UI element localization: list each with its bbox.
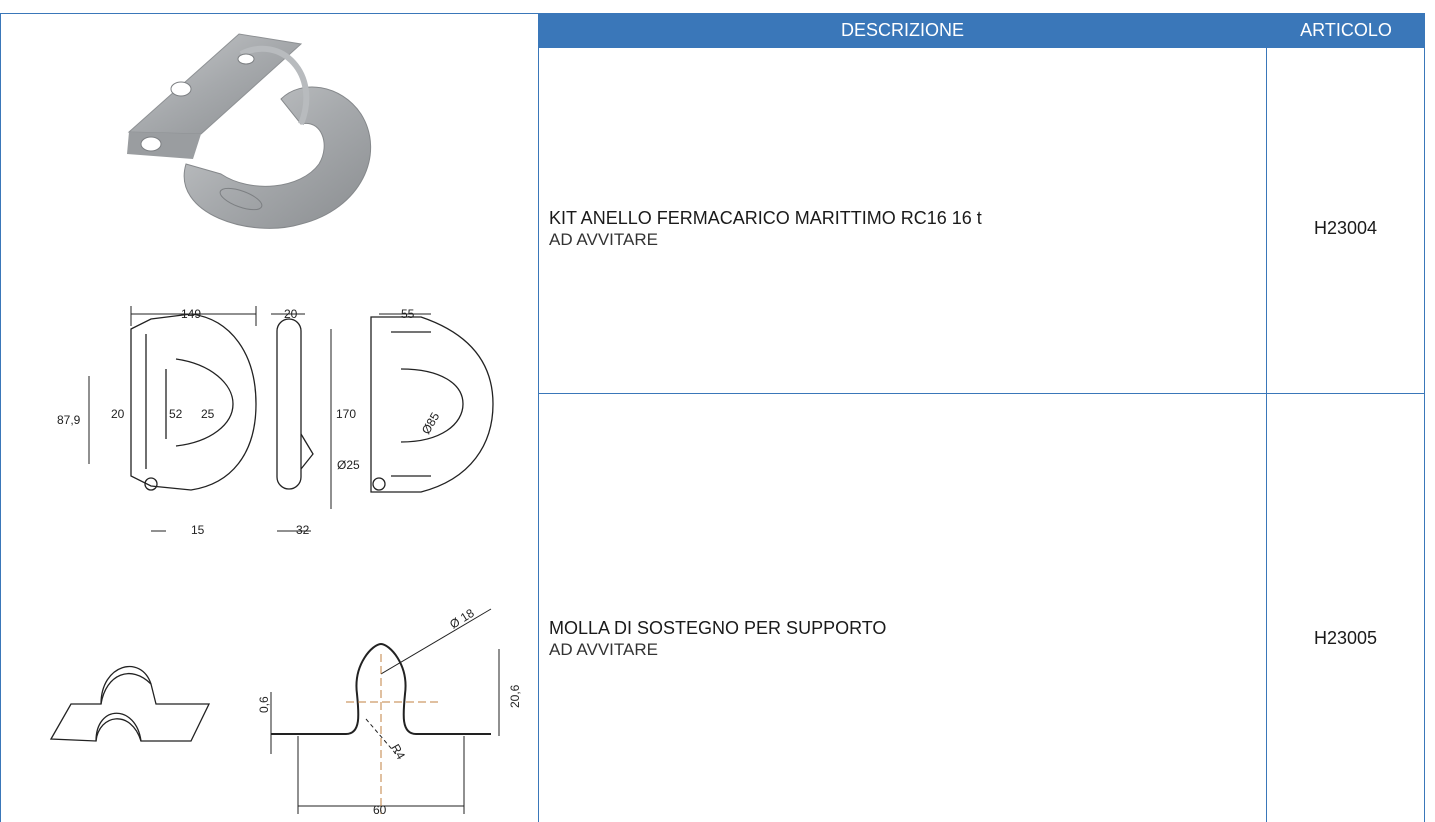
dim-label: 20: [284, 307, 298, 321]
spring-3d-sketch: [49, 666, 211, 742]
lashing-ring-photo: [127, 33, 372, 229]
ring-dimension-lines: [88, 306, 431, 532]
table-header: DESCRIZIONE ARTICOLO: [538, 13, 1425, 48]
product-drawings: 149 20 55 87,9 20 52 25 170 Ø85 Ø25 15 3…: [49, 33, 522, 817]
lashing-ring-drawing: [130, 313, 494, 493]
dim-label: Ø25: [337, 458, 360, 472]
dim-label: 55: [401, 307, 415, 321]
product-title: MOLLA DI SOSTEGNO PER SUPPORTO: [549, 617, 887, 638]
dim-label: 170: [336, 407, 356, 421]
dim-label: 20,6: [508, 684, 522, 708]
dim-label: R4: [388, 742, 408, 763]
product-image-cell: 149 20 55 87,9 20 52 25 170 Ø85 Ø25 15 3…: [0, 13, 538, 822]
description-cell: MOLLA DI SOSTEGNO PER SUPPORTO AD AVVITA…: [538, 394, 1267, 822]
product-subtitle: AD AVVITARE: [549, 639, 658, 659]
product-subtitle: AD AVVITARE: [549, 230, 658, 249]
table-row: MOLLA DI SOSTEGNO PER SUPPORTO AD AVVITA…: [538, 394, 1425, 822]
dim-label: Ø85: [419, 410, 443, 437]
product-title: KIT ANELLO FERMACARICO MARITTIMO RC16 16…: [549, 208, 982, 228]
dim-label: 52: [169, 407, 183, 421]
dim-label: 32: [296, 523, 310, 537]
product-table: KIT ANELLO FERMACARICO MARITTIMO RC16 16…: [538, 48, 1425, 822]
article-code: H23004: [1267, 48, 1425, 393]
spring-dimension-lines: [270, 608, 500, 814]
column-header-description: DESCRIZIONE: [840, 20, 964, 40]
dim-label: Ø 18: [447, 606, 477, 632]
dim-label: 149: [181, 307, 201, 321]
column-header-article: ARTICOLO: [1300, 20, 1392, 40]
dim-label: 25: [201, 407, 215, 421]
dim-label: 60: [373, 803, 387, 817]
dim-label: 20: [111, 407, 125, 421]
dim-label: 0,6: [257, 696, 271, 713]
article-code: H23005: [1267, 394, 1425, 822]
spring-profile-drawing: [271, 642, 491, 735]
dim-label: 15: [191, 523, 205, 537]
description-cell: KIT ANELLO FERMACARICO MARITTIMO RC16 16…: [538, 48, 1267, 393]
dim-label: 87,9: [57, 413, 81, 427]
table-row: KIT ANELLO FERMACARICO MARITTIMO RC16 16…: [538, 48, 1425, 394]
